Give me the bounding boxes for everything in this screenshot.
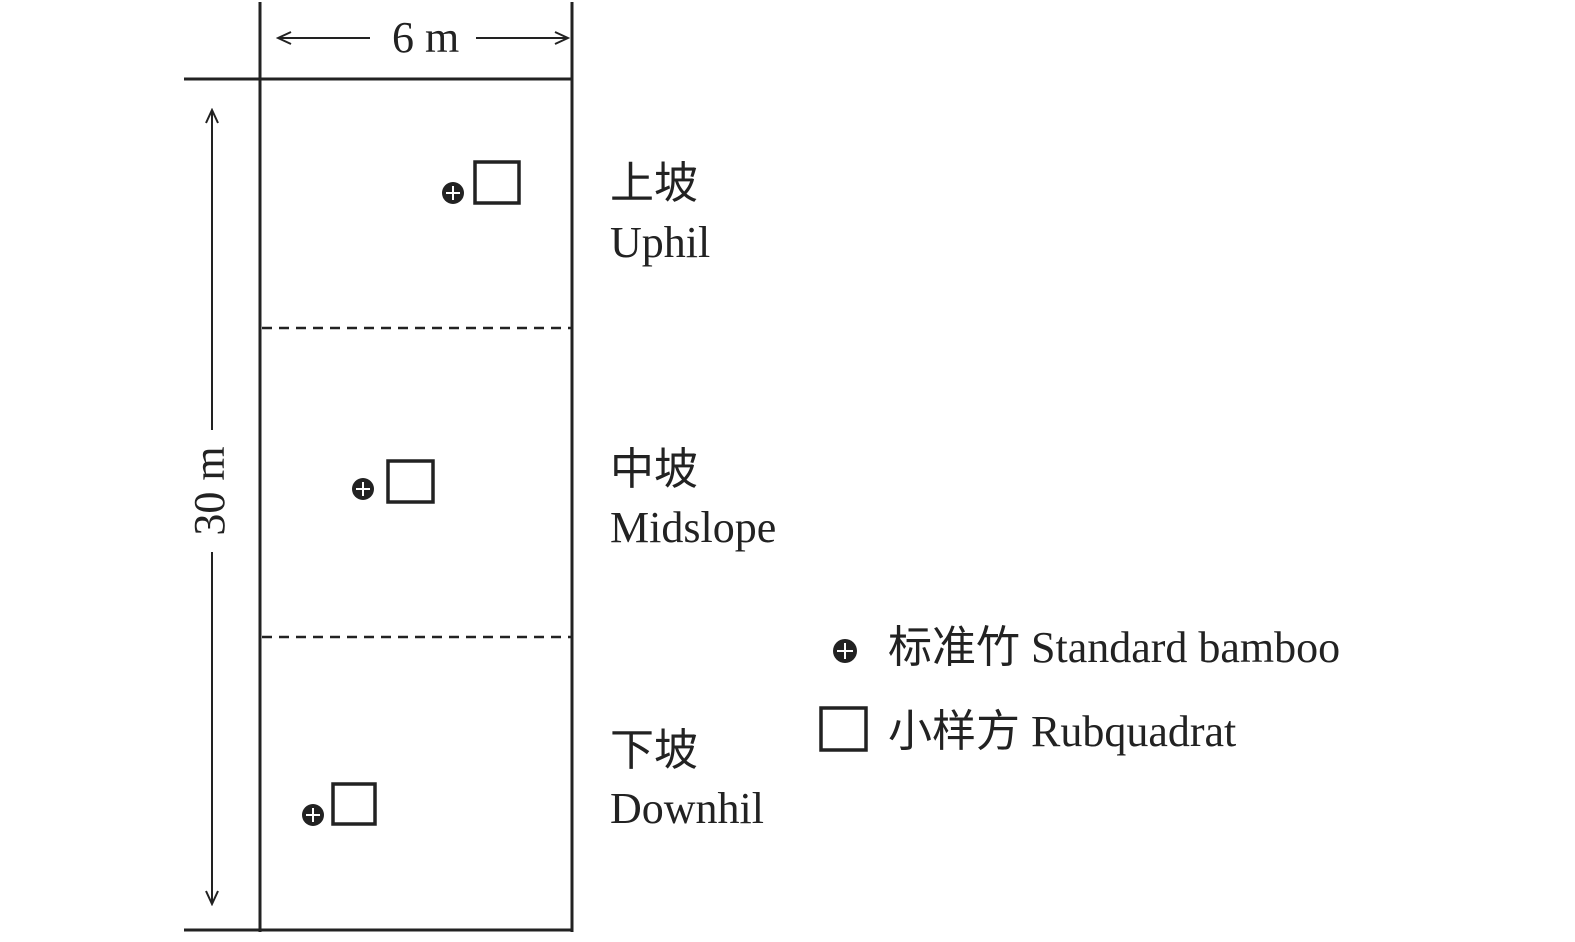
downhill-subquadrat-icon bbox=[331, 782, 377, 826]
legend-subquadrat-label: 小样方 Rubquadrat bbox=[888, 707, 1237, 756]
legend-standard-bamboo-label: 标准竹 Standard bamboo bbox=[888, 623, 1341, 672]
zone-label-midslope-cn: 中坡 bbox=[610, 445, 698, 494]
height-dimension-label: 30 m bbox=[185, 440, 234, 542]
uphill-standard-bamboo-icon bbox=[442, 182, 464, 204]
plot-boundary bbox=[184, 2, 574, 932]
zone-label-uphill-en: Uphil bbox=[610, 218, 711, 267]
midslope-standard-bamboo-icon bbox=[352, 478, 374, 500]
zone-label-downhill-cn: 下坡 bbox=[610, 726, 698, 775]
zone-label-midslope-en: Midslope bbox=[610, 503, 777, 552]
uphill-subquadrat-icon bbox=[473, 160, 521, 205]
downhill-standard-bamboo-icon bbox=[302, 804, 324, 826]
legend-subquadrat-icon bbox=[819, 706, 868, 752]
zone-label-uphill-cn: 上坡 bbox=[610, 159, 698, 208]
zone-label-downhill-en: Downhil bbox=[610, 784, 764, 833]
width-dimension-label: 6 m bbox=[388, 16, 464, 60]
legend-standard-bamboo-icon bbox=[833, 639, 857, 663]
midslope-subquadrat-icon bbox=[386, 459, 435, 504]
